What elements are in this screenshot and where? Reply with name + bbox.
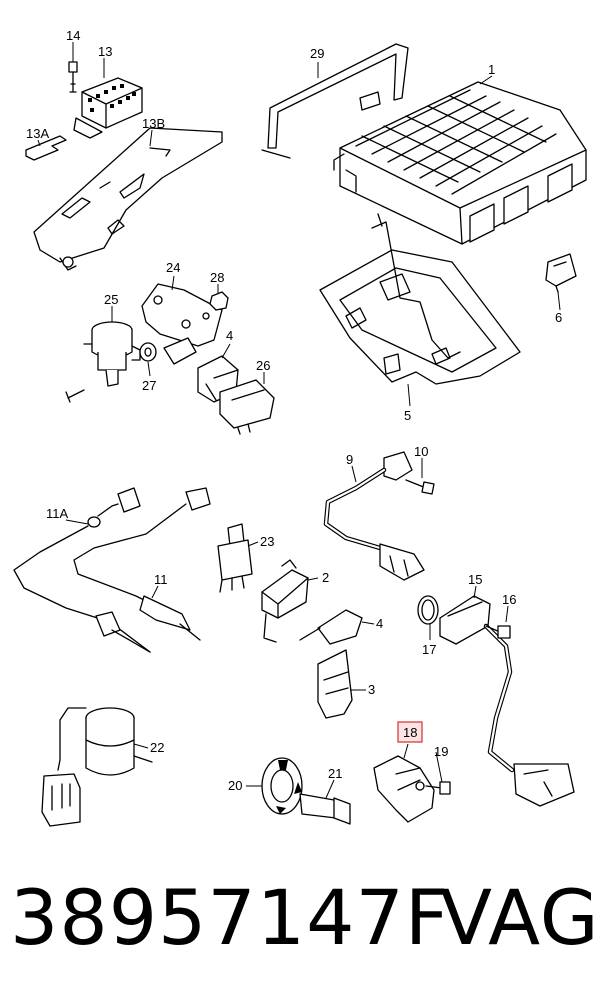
callout-25: 25 [104, 292, 118, 307]
callout-10: 10 [414, 444, 428, 459]
sensor-4-lower [299, 609, 363, 645]
callout-11: 11 [154, 572, 168, 587]
clip-13a [25, 135, 67, 161]
screw-16 [485, 625, 511, 639]
callout-13a: 13A [26, 126, 49, 141]
grommet-27 [139, 342, 157, 362]
callout-22: 22 [150, 740, 164, 755]
relay-socket-13 [73, 77, 143, 139]
nut-28 [209, 291, 229, 311]
exploded-parts-diagram: 14 13 13A 13B 29 1 5 6 24 28 25 27 4 26 … [13, 28, 587, 827]
terminal-pin-14 [68, 61, 78, 93]
callout-23: 23 [260, 534, 274, 549]
speed-sensor-15 [439, 595, 575, 807]
callout-4-upper: 4 [226, 328, 233, 343]
fuel-pump-22 [41, 707, 153, 827]
callout-4-lower: 4 [376, 616, 383, 631]
solenoid-valve-2 [261, 559, 309, 643]
callout-18-highlight [397, 721, 423, 743]
callout-27: 27 [142, 378, 156, 393]
callout-5: 5 [404, 408, 411, 423]
callout-14: 14 [66, 28, 80, 43]
bolt-10 [405, 479, 435, 495]
sender-wheel-20 [261, 757, 303, 815]
callout-18: 18 [403, 725, 417, 740]
brand-name: VAG [440, 873, 600, 962]
callout-13: 13 [98, 44, 112, 59]
switch-23 [217, 523, 253, 593]
callout-21: 21 [328, 766, 342, 781]
temperature-sensor-11 [73, 487, 211, 641]
callout-11a: 11A [46, 506, 68, 521]
bolt-21 [299, 793, 351, 825]
callout-2: 2 [322, 570, 329, 585]
callout-24: 24 [166, 260, 180, 275]
carrier-plate-5 [319, 213, 521, 385]
callout-16: 16 [502, 592, 516, 607]
hall-sensor-18 [373, 755, 435, 823]
bolt-19 [425, 781, 451, 795]
control-unit-1 [333, 81, 587, 245]
callout-6: 6 [555, 310, 562, 325]
temperature-sensor-11a [13, 487, 151, 653]
connector-6 [545, 253, 577, 293]
callout-28: 28 [210, 270, 224, 285]
o-ring-17 [417, 595, 439, 625]
callout-15: 15 [468, 572, 482, 587]
bracket-24 [141, 283, 223, 347]
strap-29 [261, 43, 409, 159]
callout-13b: 13B [142, 116, 165, 131]
callout-17: 17 [422, 642, 436, 657]
pressure-sensor-26 [219, 379, 275, 435]
callout-1: 1 [488, 62, 495, 77]
callout-26: 26 [256, 358, 270, 373]
knock-sensor-9 [323, 451, 425, 581]
callout-3: 3 [368, 682, 375, 697]
bracket-13b [33, 127, 223, 271]
part-number: 38957147F [10, 873, 450, 962]
callout-20: 20 [228, 778, 242, 793]
holder-3 [317, 649, 353, 719]
leader-lines [37, 42, 561, 799]
callout-29: 29 [310, 46, 324, 61]
callout-9: 9 [346, 452, 353, 467]
callout-19: 19 [434, 744, 448, 759]
valve-25 [65, 321, 141, 403]
